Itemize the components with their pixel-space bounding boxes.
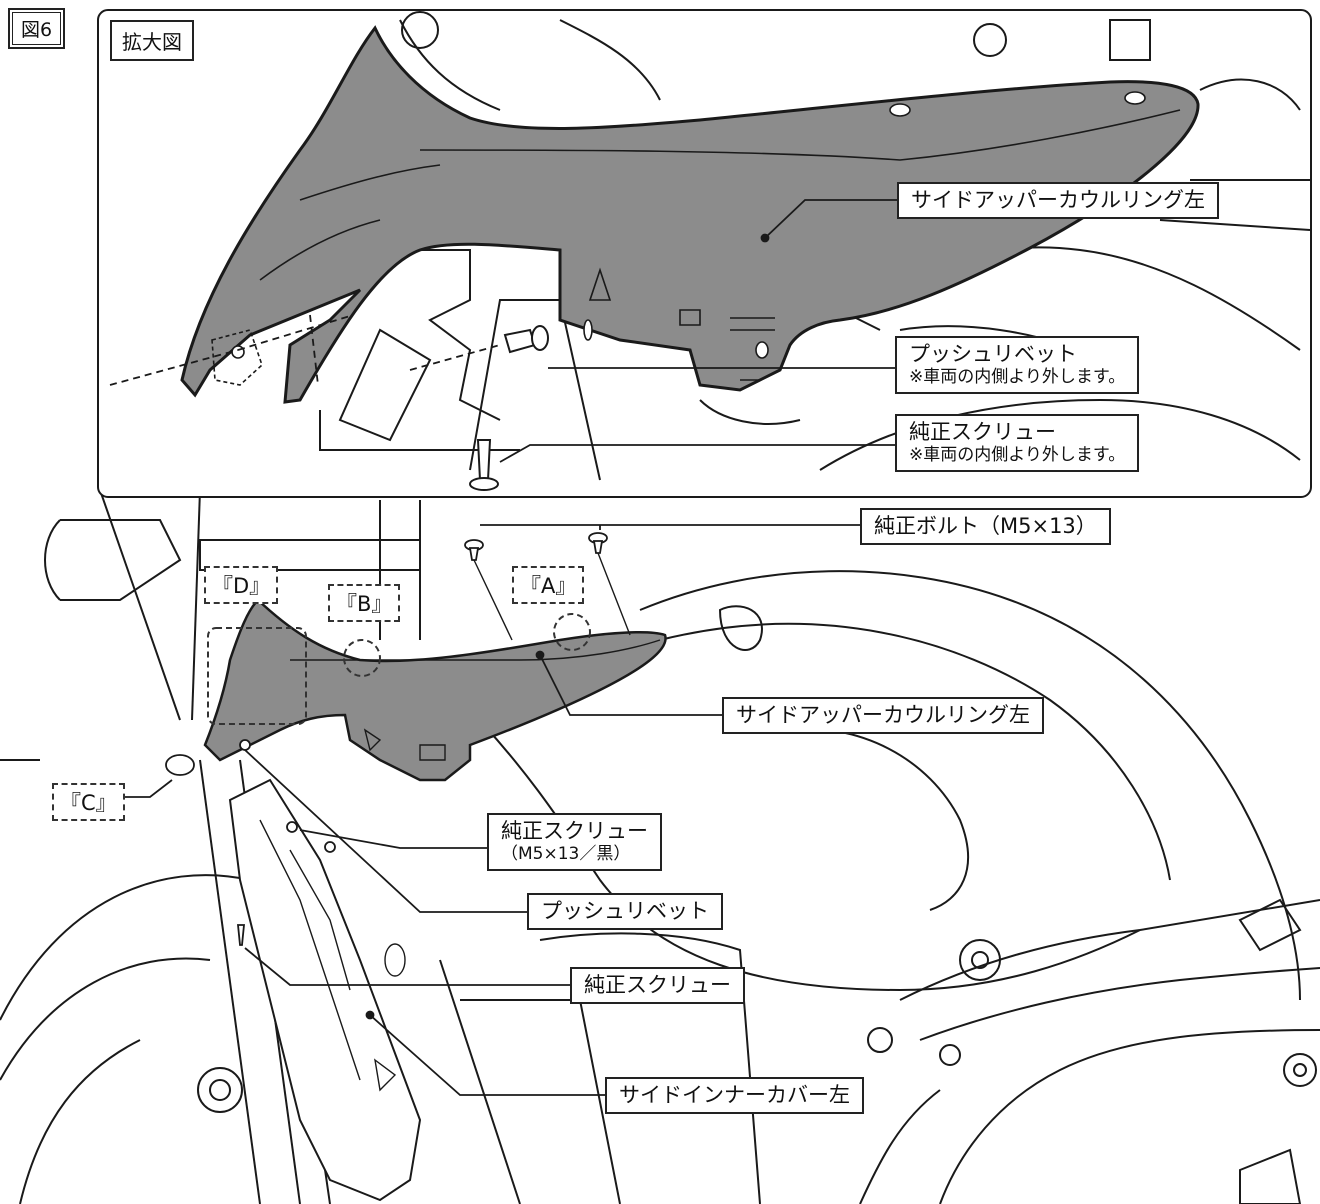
callout-screw-black-spec: （M5×13／黒） <box>501 844 631 865</box>
leader-upper-cowl-main <box>539 654 725 716</box>
detail-box-d <box>207 627 307 725</box>
callout-screw-black: 純正スクリュー （M5×13／黒） <box>487 813 662 872</box>
detail-circle-a <box>553 613 591 651</box>
callout-push-rivet-zoom-text: プッシュリベット <box>909 342 1077 366</box>
tag-d: 『D』 <box>204 566 279 604</box>
fork-left <box>199 759 261 1204</box>
callout-push-rivet-zoom-note: ※車両の内側より外します。 <box>909 367 1126 388</box>
detail-circle-b <box>343 639 381 677</box>
leader-upper-cowl-zoom <box>764 199 905 239</box>
upper-cowl-main-shape <box>203 598 667 782</box>
callout-push-rivet-main: プッシュリベット <box>527 893 723 931</box>
callout-bolt: 純正ボルト（M5×13） <box>860 508 1111 546</box>
inner-cover-shape <box>228 778 422 1202</box>
leader-inner-cover <box>369 1014 605 1096</box>
assembly-arrow-1 <box>109 349 239 386</box>
callout-push-rivet-zoom: プッシュリベット ※車両の内側より外します。 <box>895 336 1140 395</box>
callout-upper-cowl-zoom: サイドアッパーカウルリング左 <box>897 182 1219 220</box>
callout-inner-cover: サイドインナーカバー左 <box>605 1077 864 1115</box>
tag-b: 『B』 <box>328 584 401 622</box>
screw-c-shape <box>239 739 251 751</box>
callout-screw-zoom-text: 純正スクリュー <box>909 420 1056 444</box>
callout-upper-cowl-main: サイドアッパーカウルリング左 <box>722 697 1044 735</box>
fuel-tank-outline <box>639 570 1301 1001</box>
front-wheel <box>0 874 251 1021</box>
upper-cowl-zoom-shape <box>180 25 1200 404</box>
leader-screw-main <box>244 947 570 986</box>
figure-number-text: 図6 <box>12 12 62 45</box>
leader-tag-c <box>122 779 173 798</box>
tag-a: 『A』 <box>512 566 585 604</box>
callout-screw-main: 純正スクリュー <box>570 967 745 1005</box>
handlebar <box>44 519 61 601</box>
leader-screw-black <box>299 829 500 849</box>
assembly-arrow-3 <box>409 344 501 371</box>
screw-zoom-shape <box>476 439 492 481</box>
tag-c: 『C』 <box>52 783 125 821</box>
leader-screw-zoom <box>499 444 895 463</box>
leader-push-rivet-main <box>244 749 530 913</box>
zoom-view-title: 拡大図 <box>110 20 194 61</box>
callout-screw-black-text: 純正スクリュー <box>501 819 648 843</box>
callout-screw-zoom-note: ※車両の内側より外します。 <box>909 445 1126 466</box>
figure-number: 図6 <box>8 8 66 49</box>
callout-screw-zoom: 純正スクリュー ※車両の内側より外します。 <box>895 414 1140 473</box>
